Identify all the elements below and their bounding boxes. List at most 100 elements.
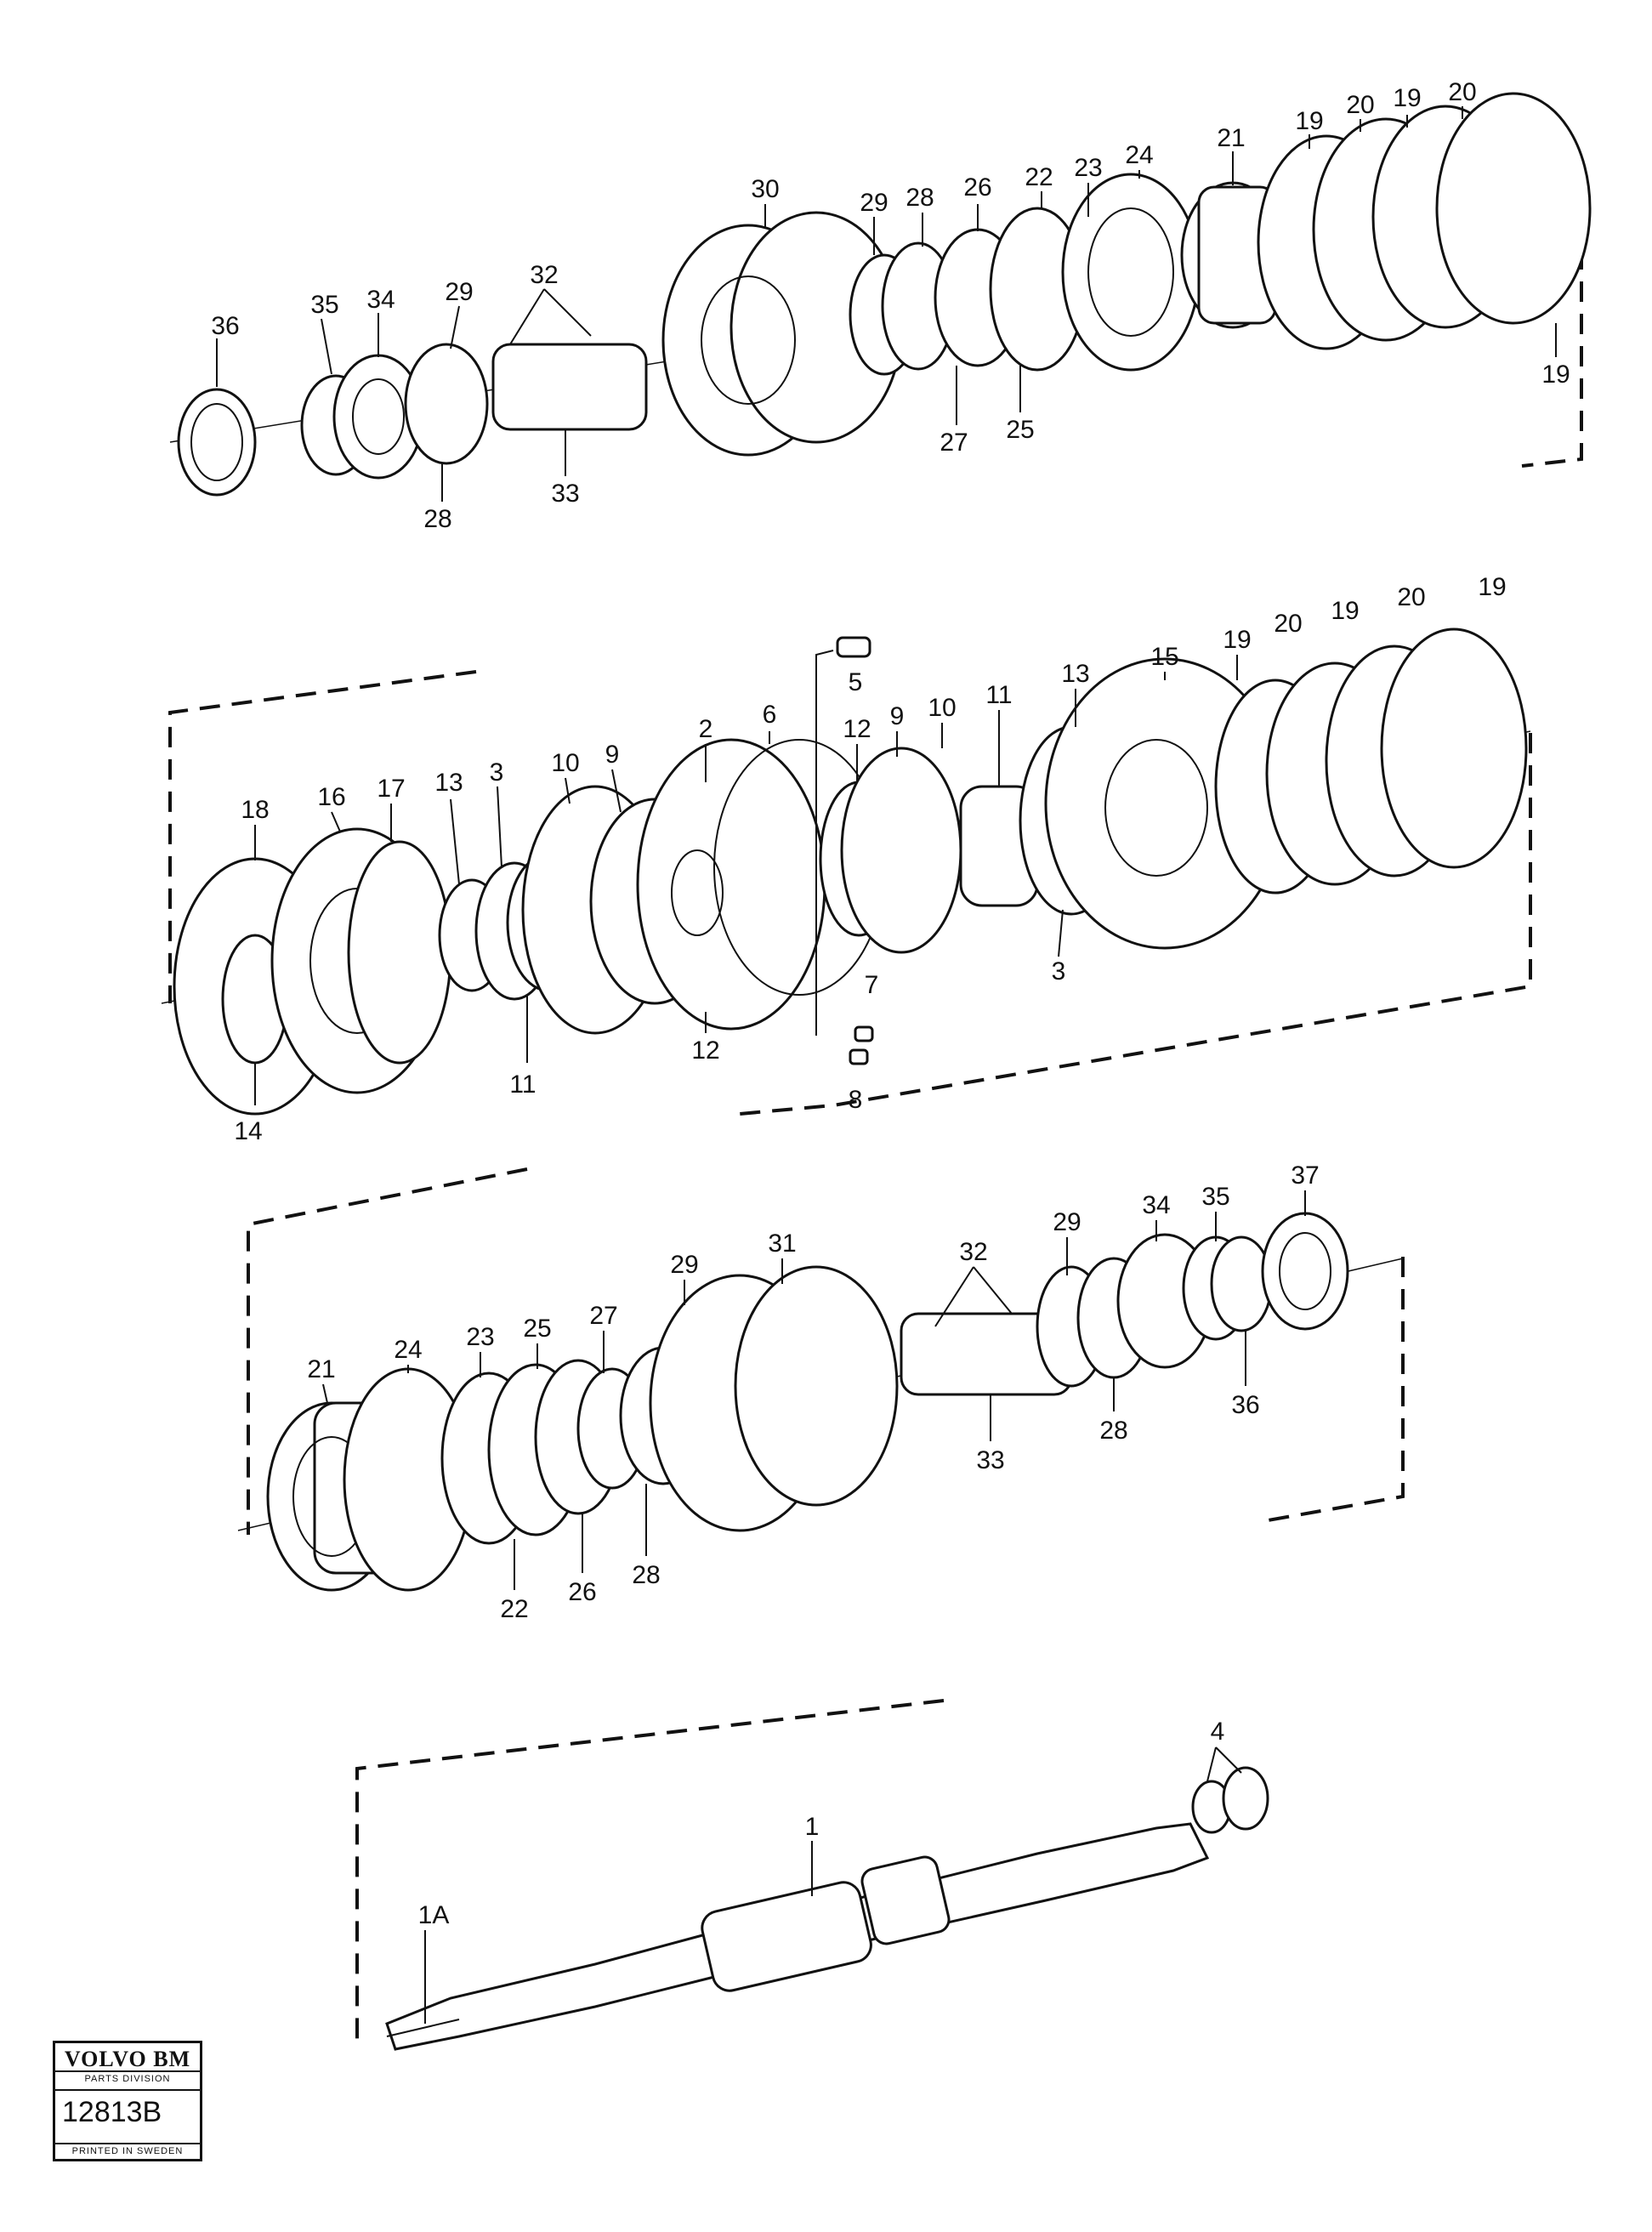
callout-25-b: 25 [523,1315,551,1343]
stamp-code: 12813B [62,2096,162,2128]
callout-24: 24 [1125,141,1153,169]
callout-35-b: 35 [1201,1183,1229,1211]
part-17 [347,840,452,1065]
callout-22-b: 22 [500,1595,528,1623]
callout-15: 15 [1150,643,1178,671]
callout-28: 28 [423,505,451,533]
callout-19: 19 [1295,107,1323,135]
callout-10-b: 10 [928,694,956,722]
callout-22: 22 [1025,163,1053,191]
callout-19-c: 19 [1223,626,1251,654]
part-29 [404,343,489,465]
callout-29-d: 29 [1053,1208,1081,1236]
group-3-assembly: 21 24 23 25 27 29 31 32 29 34 35 37 22 2… [237,1161,1405,1623]
callout-31: 31 [768,1230,796,1258]
callout-20-b: 20 [1448,78,1476,106]
callout-27-b: 27 [589,1302,617,1330]
callout-19-b: 19 [1393,84,1421,112]
callout-9-b: 9 [890,702,905,730]
callout-1: 1 [805,1813,820,1841]
callout-18: 18 [241,796,269,824]
callout-34-b: 34 [1142,1191,1170,1219]
part-7 [854,1025,874,1042]
callout-3: 3 [490,758,504,787]
callout-26-b: 26 [568,1578,596,1606]
callout-8: 8 [849,1086,863,1114]
callout-24-b: 24 [394,1336,422,1364]
part-4 [1191,1766,1269,1834]
part-1a-pin [386,2019,460,2037]
part-5 [815,636,871,1036]
callout-21: 21 [1217,124,1245,152]
callout-1a: 1A [418,1901,450,1929]
callout-36: 36 [211,312,239,340]
callout-32-b: 32 [959,1238,987,1266]
callout-30: 30 [751,175,779,203]
stamp-divider [55,2070,200,2072]
callout-14: 14 [234,1117,262,1145]
part-8 [849,1048,869,1065]
callout-21-b: 21 [307,1355,335,1383]
callout-29: 29 [445,278,473,306]
callout-23-b: 23 [466,1323,494,1351]
callout-12-b: 12 [691,1036,719,1065]
part-24 [1061,173,1201,372]
callout-20: 20 [1346,91,1374,119]
callout-28-d: 28 [1099,1417,1127,1445]
callout-17: 17 [377,775,405,803]
callout-4: 4 [1211,1718,1225,1746]
callout-33: 33 [551,480,579,508]
callout-9: 9 [605,741,620,769]
parts-stamp: VOLVO BM PARTS DIVISION 12813B PRINTED I… [53,2041,202,2161]
stamp-divider-2 [55,2089,200,2091]
callout-13-b: 13 [1061,660,1089,688]
callout-7: 7 [865,971,879,999]
callout-13: 13 [434,769,463,797]
callout-5: 5 [849,668,863,696]
callout-27: 27 [940,429,968,457]
callout-19-d: 19 [1331,597,1359,625]
part-37 [1261,1212,1349,1331]
stamp-printed: PRINTED IN SWEDEN [55,2143,200,2156]
part-2 [636,738,826,1031]
group-1-assembly: 36 35 34 29 32 28 33 30 29 28 26 22 23 2… [169,78,1592,533]
part-33 [491,343,648,431]
part-20-d [1380,628,1528,869]
callout-34: 34 [366,286,395,314]
callout-23: 23 [1074,154,1102,182]
callout-3-b: 3 [1052,957,1066,985]
callout-25: 25 [1006,416,1034,444]
stamp-division: PARTS DIVISION [84,2074,171,2084]
group-4-assembly: 1A 1 4 [355,1699,1269,2051]
callout-35: 35 [310,291,338,319]
part-36 [177,388,257,497]
callout-20-d: 20 [1397,583,1425,611]
callout-32: 32 [530,261,558,289]
callout-37: 37 [1291,1161,1319,1190]
callout-28-c: 28 [632,1561,660,1589]
callout-26: 26 [963,173,991,202]
part-20-b [1435,92,1592,325]
group-2-assembly: 18 16 17 13 3 10 9 2 6 5 12 9 10 11 13 1… [161,573,1532,1145]
callout-10: 10 [551,749,579,777]
callout-33-b: 33 [976,1446,1004,1474]
part-9-b [840,747,962,954]
callout-16: 16 [317,783,345,811]
callout-12: 12 [843,715,871,743]
part-36-b [1210,1235,1273,1332]
callout-20-c: 20 [1274,610,1302,638]
callout-19-e: 19 [1478,573,1506,601]
callout-29-c: 29 [670,1251,698,1279]
callout-11: 11 [985,681,1012,709]
stamp-brand: VOLVO BM [64,2047,191,2071]
callout-19-c: 19 [1541,361,1570,389]
part-21 [1180,181,1286,329]
callout-2: 2 [699,715,713,743]
callout-6: 6 [763,701,777,729]
callout-28-b: 28 [905,184,934,212]
callout-11-b: 11 [509,1071,536,1099]
part-1-shaft [385,1822,1210,2051]
part-31 [649,1265,899,1532]
callout-36-b: 36 [1231,1391,1259,1419]
